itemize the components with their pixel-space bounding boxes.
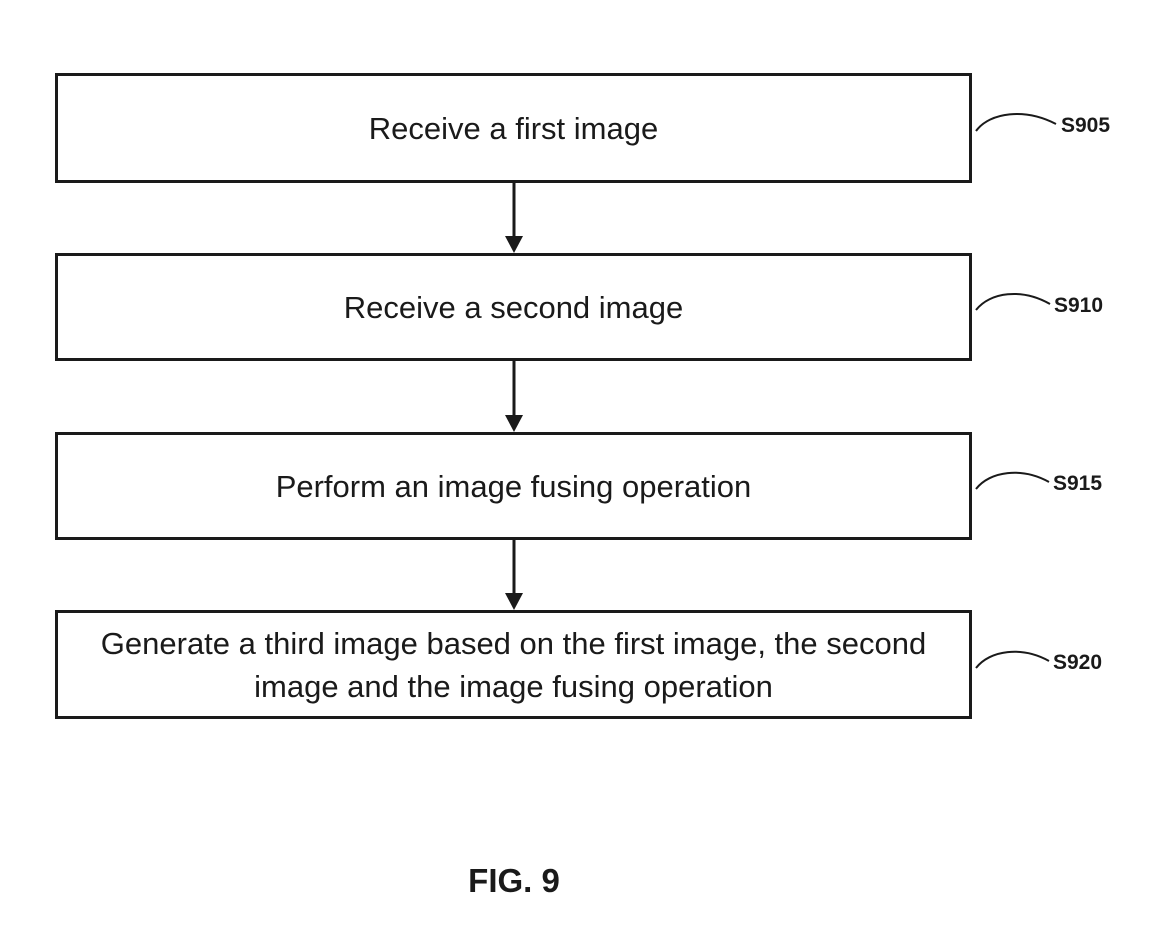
step-label-s920: S920 (1053, 651, 1103, 674)
figure-caption: FIG. 9 (468, 862, 560, 899)
step-box-s905: Receive a first image (55, 73, 972, 183)
step-box-s910: Receive a second image (55, 253, 972, 361)
step-text-s910: Receive a second image (343, 289, 684, 325)
arrow-s915-to-s920 (505, 540, 523, 610)
leader-line-s910 (975, 293, 1051, 311)
step-text-s905: Receive a first image (368, 110, 659, 146)
step-label-s910: S910 (1054, 294, 1104, 317)
leader-line-s920 (975, 650, 1050, 669)
step-box-s920: Generate a third image based on the firs… (55, 610, 972, 719)
arrow-s905-to-s910 (505, 183, 523, 253)
arrow-s910-to-s915 (505, 361, 523, 432)
leader-line-s915 (975, 471, 1050, 490)
step-label-s905: S905 (1061, 114, 1111, 137)
step-text-s920: Generate a third image based on the firs… (100, 625, 927, 704)
step-text-s915: Perform an image fusing operation (275, 468, 752, 504)
step-box-s915: Perform an image fusing operation (55, 432, 972, 540)
leader-line-s905 (975, 113, 1057, 132)
step-label-s915: S915 (1053, 472, 1103, 495)
